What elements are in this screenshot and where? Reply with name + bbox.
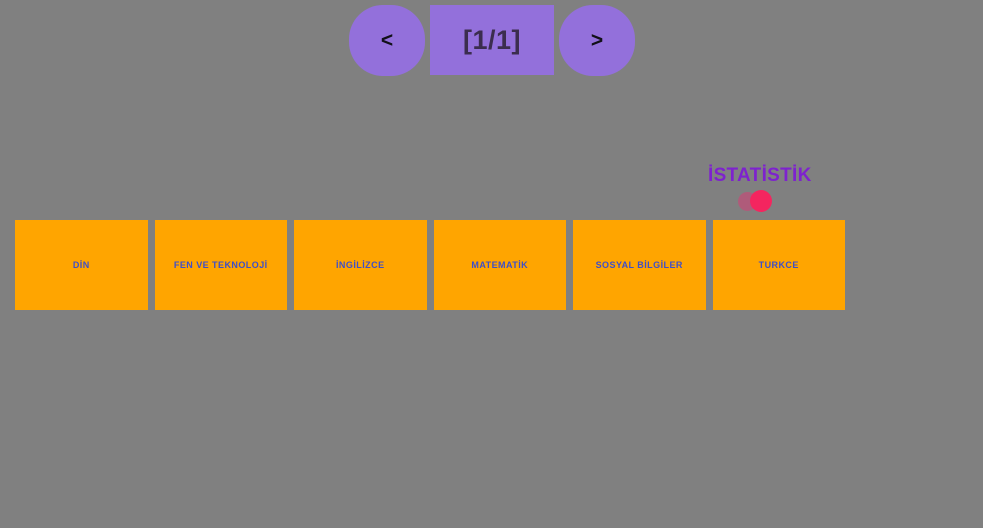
pagination-bar: < [1/1] > (349, 5, 635, 77)
page-counter: [1/1] (430, 5, 554, 75)
subject-card-label: TURKCE (758, 259, 799, 270)
subject-card-label: MATEMATİK (471, 259, 529, 270)
subject-card-matematik[interactable]: MATEMATİK (433, 220, 566, 310)
next-page-button[interactable]: > (559, 5, 635, 76)
subject-card-label: SOSYAL BİLGİLER (595, 259, 683, 270)
subject-card-din[interactable]: DİN (15, 220, 148, 310)
subject-card-label: İNGİLİZCE (335, 259, 385, 270)
subject-card-label: FEN VE TEKNOLOJİ (173, 259, 268, 270)
previous-page-button[interactable]: < (349, 5, 425, 76)
statistics-indicator (738, 190, 782, 212)
subject-card-turkce[interactable]: TURKCE (712, 220, 845, 310)
indicator-dot-icon (750, 190, 772, 212)
subject-card-ingilizce[interactable]: İNGİLİZCE (294, 220, 427, 310)
subject-card-fen-ve-teknoloji[interactable]: FEN VE TEKNOLOJİ (154, 220, 287, 310)
subject-card-row: DİN FEN VE TEKNOLOJİ İNGİLİZCE MATEMATİK… (15, 220, 845, 310)
statistics-heading: İSTATİSTİK (708, 165, 812, 186)
subject-card-label: DİN (72, 259, 90, 270)
subject-card-sosyal-bilgiler[interactable]: SOSYAL BİLGİLER (573, 220, 706, 310)
